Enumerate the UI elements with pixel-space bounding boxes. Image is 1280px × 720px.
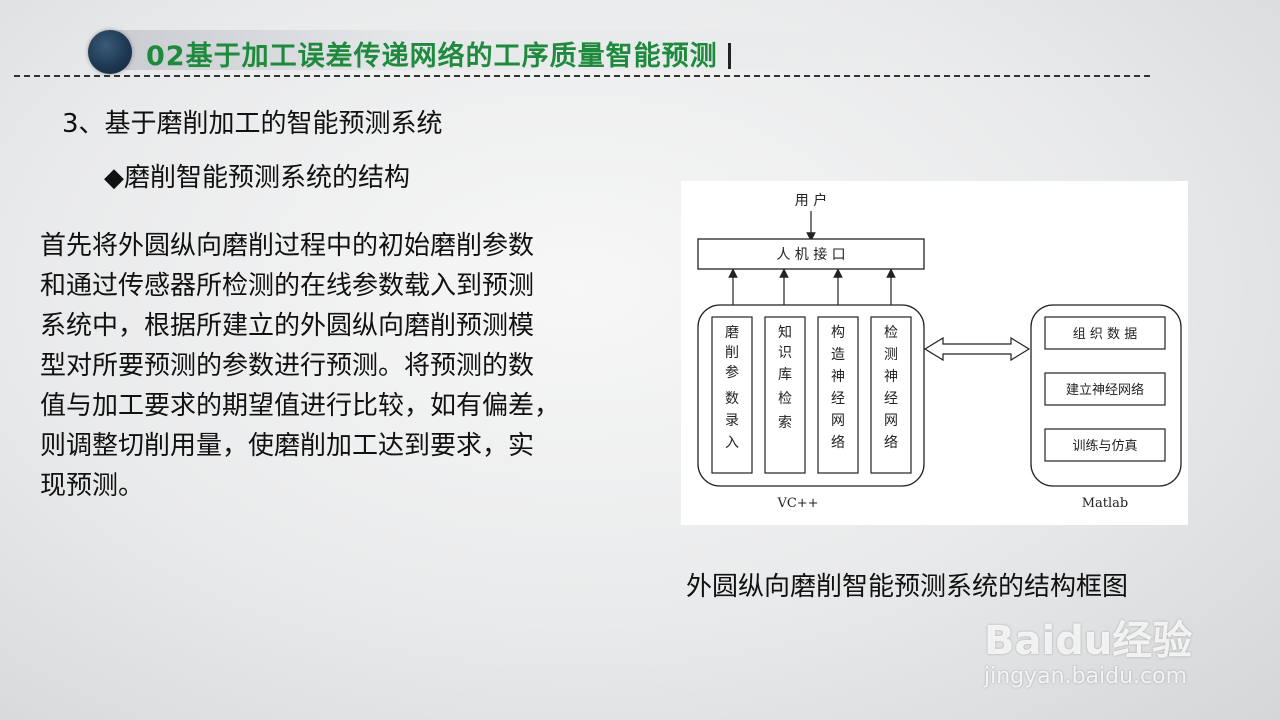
module-4-char: 测: [884, 347, 898, 363]
paragraph-line: 现预测。: [40, 471, 145, 501]
paragraph-line: 则调整切削用量，使磨削加工达到要求，实: [40, 431, 535, 461]
module-1-char: 参: [725, 364, 739, 381]
watermark: Baidu经验 jingyan.baidu.com: [984, 608, 1192, 689]
module-2-char: 库: [778, 367, 792, 383]
vc-container: [697, 304, 925, 487]
vc-label: VC++: [776, 496, 818, 511]
module-1-char: 削: [725, 345, 739, 361]
module-4-char: 网: [884, 413, 898, 429]
double-arrow-icon: [923, 336, 1031, 362]
paragraph-line: 系统中，根据所建立的外圆纵向磨削预测模: [40, 311, 535, 341]
module-1-char: 数: [725, 391, 739, 407]
module-2-char: 识: [778, 345, 792, 361]
matlab-item: 建立神经网络: [1066, 382, 1144, 398]
module-1-char: 入: [725, 435, 739, 451]
module-box-3: [817, 316, 859, 474]
module-4-char: 经: [884, 391, 898, 407]
bullet-heading: ◆磨削智能预测系统的结构: [104, 163, 410, 193]
watermark-url: jingyan.baidu.com: [984, 664, 1188, 689]
title-bar-background: [110, 30, 890, 70]
matlab-item: 组 织 数 据: [1073, 327, 1137, 342]
matlab-box-2: [1044, 372, 1166, 406]
text-cursor-icon: [727, 43, 731, 69]
module-3-char: 构: [831, 325, 845, 341]
title-bullet-icon: [88, 30, 132, 74]
slide-title-text: 02基于加工误差传递网络的工序质量智能预测: [146, 41, 718, 72]
diagram-caption: 外圆纵向磨削智能预测系统的结构框图: [686, 572, 1129, 602]
title-divider: [14, 75, 1150, 77]
module-1-char: 磨: [725, 325, 739, 341]
module-2-char: 知: [778, 324, 792, 341]
module-box-4: [870, 316, 912, 474]
structure-diagram: 用 户 人 机 接 口 磨 削 参 数 录 入 知 识 库 检 索 构 造 神 …: [681, 181, 1188, 525]
module-2-char: 检: [778, 391, 792, 407]
matlab-item: 训练与仿真: [1072, 439, 1137, 454]
user-label: 用 户: [795, 192, 827, 209]
module-box-2: [764, 316, 806, 474]
module-3-char: 神: [831, 369, 845, 385]
paragraph-line: 首先将外圆纵向磨削过程中的初始磨削参数: [40, 231, 535, 261]
module-1-char: 录: [725, 413, 739, 429]
diagram-svg: 用 户 人 机 接 口 磨 削 参 数 录 入 知 识 库 检 索 构 造 神 …: [697, 192, 1182, 511]
module-4-char: 检: [884, 325, 898, 341]
module-3-char: 络: [831, 435, 845, 451]
matlab-box-1: [1044, 316, 1166, 350]
section-heading: 3、基于磨削加工的智能预测系统: [62, 109, 443, 139]
slide-title: 02基于加工误差传递网络的工序质量智能预测: [146, 34, 731, 73]
paragraph-line: 值与加工要求的期望值进行比较，如有偏差，: [40, 391, 561, 421]
module-box-1: [711, 316, 753, 474]
body-paragraph: 首先将外圆纵向磨削过程中的初始磨削参数 和通过传感器所检测的在线参数载入到预测 …: [40, 226, 665, 506]
matlab-label: Matlab: [1082, 496, 1129, 511]
module-3-char: 造: [831, 347, 845, 363]
interface-box: [697, 238, 925, 270]
paragraph-line: 和通过传感器所检测的在线参数载入到预测: [40, 271, 535, 301]
watermark-logo: Baidu经验: [984, 618, 1193, 664]
module-3-char: 经: [831, 391, 845, 407]
matlab-box-3: [1044, 428, 1166, 462]
interface-label: 人 机 接 口: [776, 246, 845, 263]
paragraph-line: 型对所要预测的参数进行预测。将预测的数: [40, 351, 535, 381]
module-4-char: 神: [884, 369, 898, 385]
module-2-char: 索: [778, 414, 792, 431]
module-4-char: 络: [884, 435, 898, 451]
module-3-char: 网: [831, 413, 845, 429]
